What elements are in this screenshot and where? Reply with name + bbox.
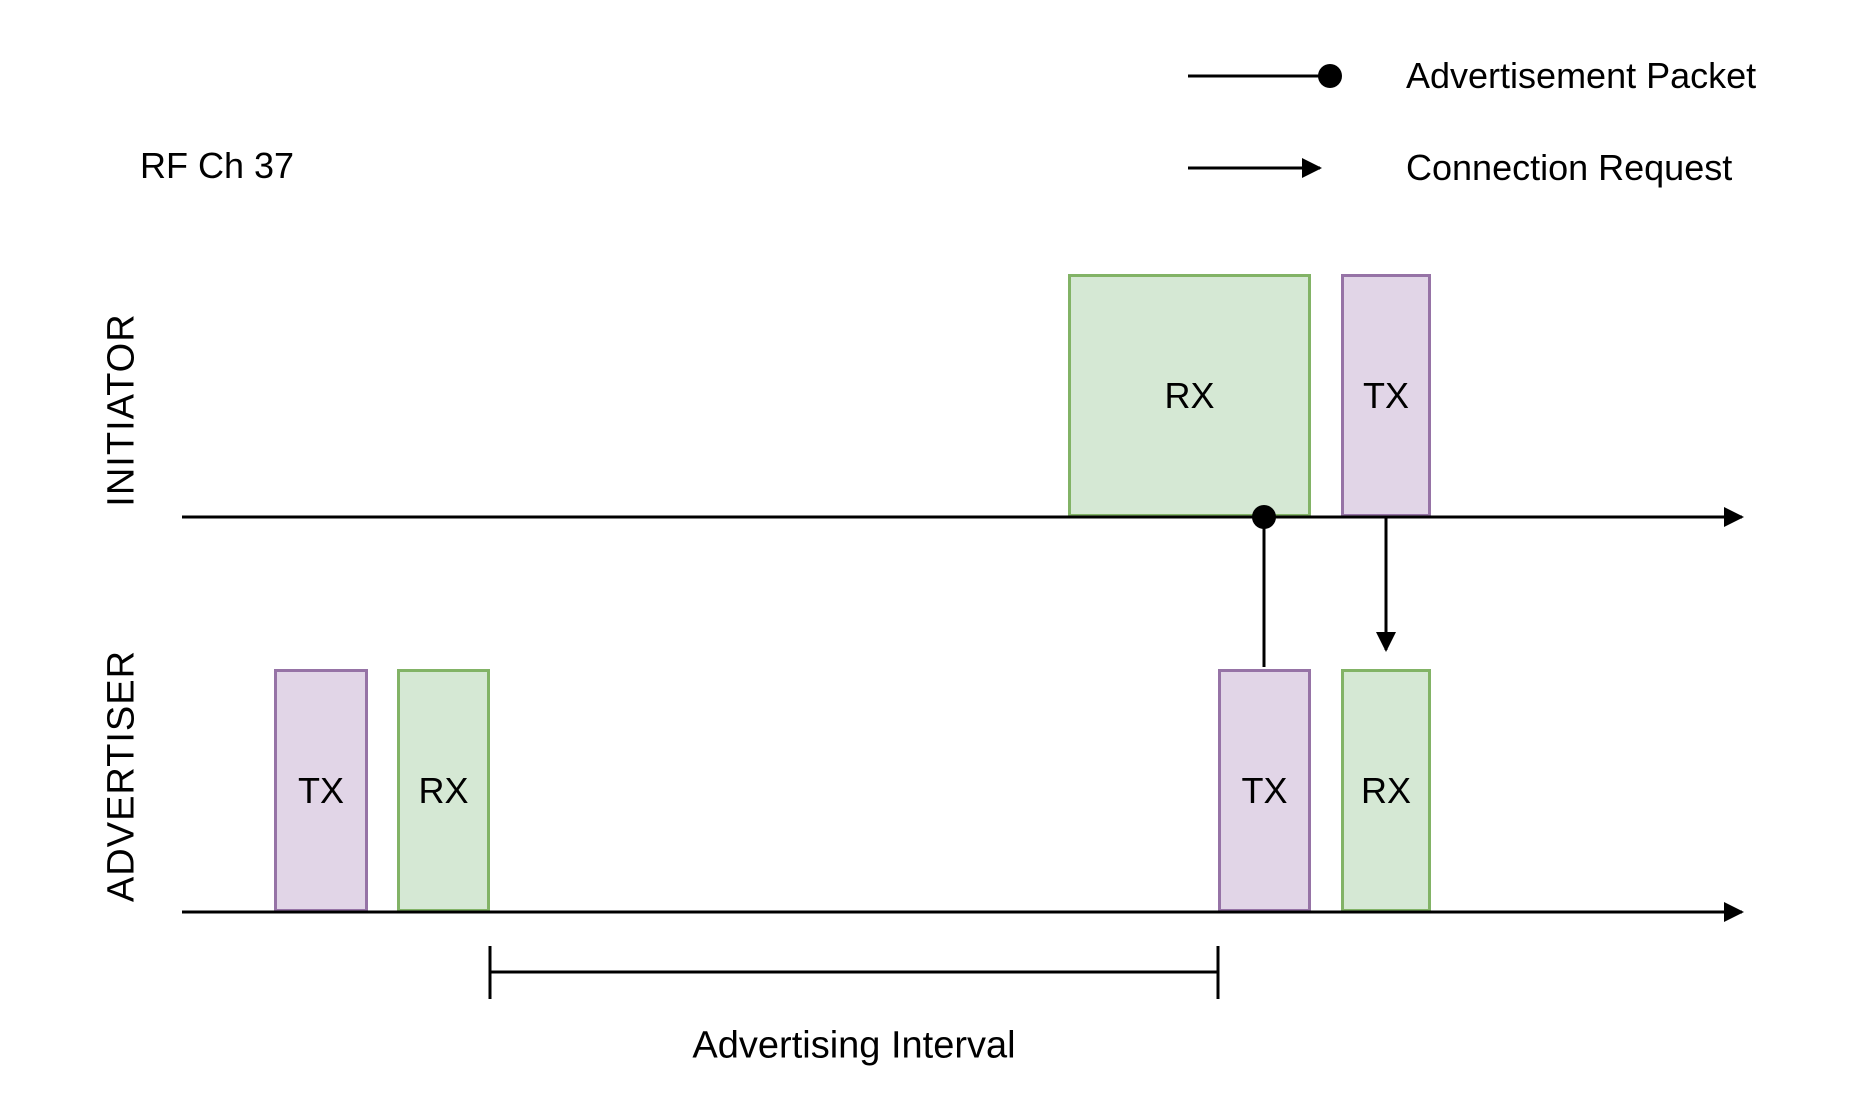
advertiser-rx-box-2: RX (1341, 669, 1431, 912)
advertiser-rx-box-1: RX (397, 669, 490, 912)
advertiser-tx-box-1-label: TX (297, 769, 344, 811)
advertising-interval-label: Advertising Interval (692, 1024, 1016, 1067)
initiator-rx-box-label: RX (1164, 374, 1215, 416)
advertiser-rx-box-1-label: RX (418, 769, 469, 811)
advertiser-tx-box-2: TX (1218, 669, 1311, 912)
legend-connection-request-label: Connection Request (1406, 147, 1733, 188)
advertiser-lane-label: ADVERTISER (100, 649, 143, 903)
initiator-lane-label: INITIATOR (100, 313, 143, 507)
rf-channel-label: RF Ch 37 (140, 145, 295, 186)
initiator-rx-box: RX (1068, 274, 1311, 517)
advertiser-tx-box-1: TX (274, 669, 368, 912)
legend-advertisement-packet-dot-icon (1318, 64, 1342, 88)
legend-advertisement-packet-label: Advertisement Packet (1406, 55, 1757, 96)
advertiser-rx-box-2-label: RX (1360, 769, 1411, 811)
initiator-tx-box-label: TX (1362, 374, 1409, 416)
advertiser-tx-box-2-label: TX (1241, 769, 1288, 811)
initiator-tx-box: TX (1341, 274, 1431, 517)
